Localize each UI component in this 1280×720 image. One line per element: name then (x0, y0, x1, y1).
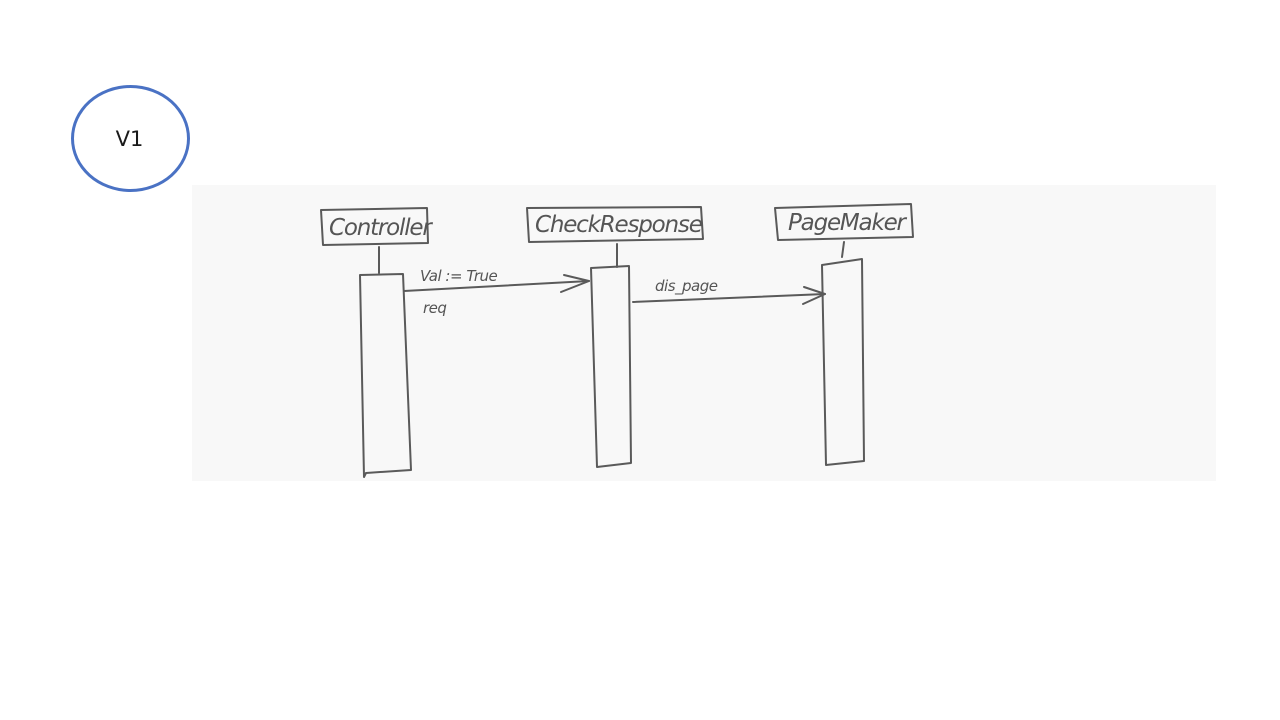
participant-controller: Controller (320, 207, 435, 478)
participant-page-maker: PageMaker (774, 203, 914, 466)
sequence-diagram-canvas: Controller CheckResponse PageMaker (320, 203, 914, 478)
activation-bar-page-maker (821, 258, 865, 466)
version-label: V1 (115, 126, 144, 151)
participant-box-check-response (526, 206, 704, 243)
message-label-val-true: Val := True (420, 267, 497, 285)
arrowhead-dis-page (802, 286, 826, 305)
participant-box-controller (320, 207, 429, 246)
message-label-dis-page: dis_page (655, 277, 718, 296)
message-req: Val := True req (403, 267, 590, 317)
sequence-diagram-sketch: Controller CheckResponse PageMaker (192, 185, 1216, 481)
participant-check-response: CheckResponse (526, 206, 704, 468)
participant-box-page-maker (774, 203, 914, 241)
participant-label-check-response: CheckResponse (535, 212, 703, 238)
activation-bar-controller (359, 273, 412, 478)
participant-label-controller: Controller (329, 215, 433, 241)
arrowhead-req (560, 274, 590, 293)
message-arrow-req (403, 280, 590, 292)
activation-bar-check-response (590, 265, 632, 468)
participant-label-page-maker: PageMaker (788, 210, 908, 236)
lifeline-page-maker (841, 241, 845, 258)
message-dis-page: dis_page (632, 277, 826, 305)
message-label-req: req (423, 299, 446, 317)
message-arrow-dis-page (632, 293, 826, 303)
version-badge: V1 (71, 85, 190, 192)
